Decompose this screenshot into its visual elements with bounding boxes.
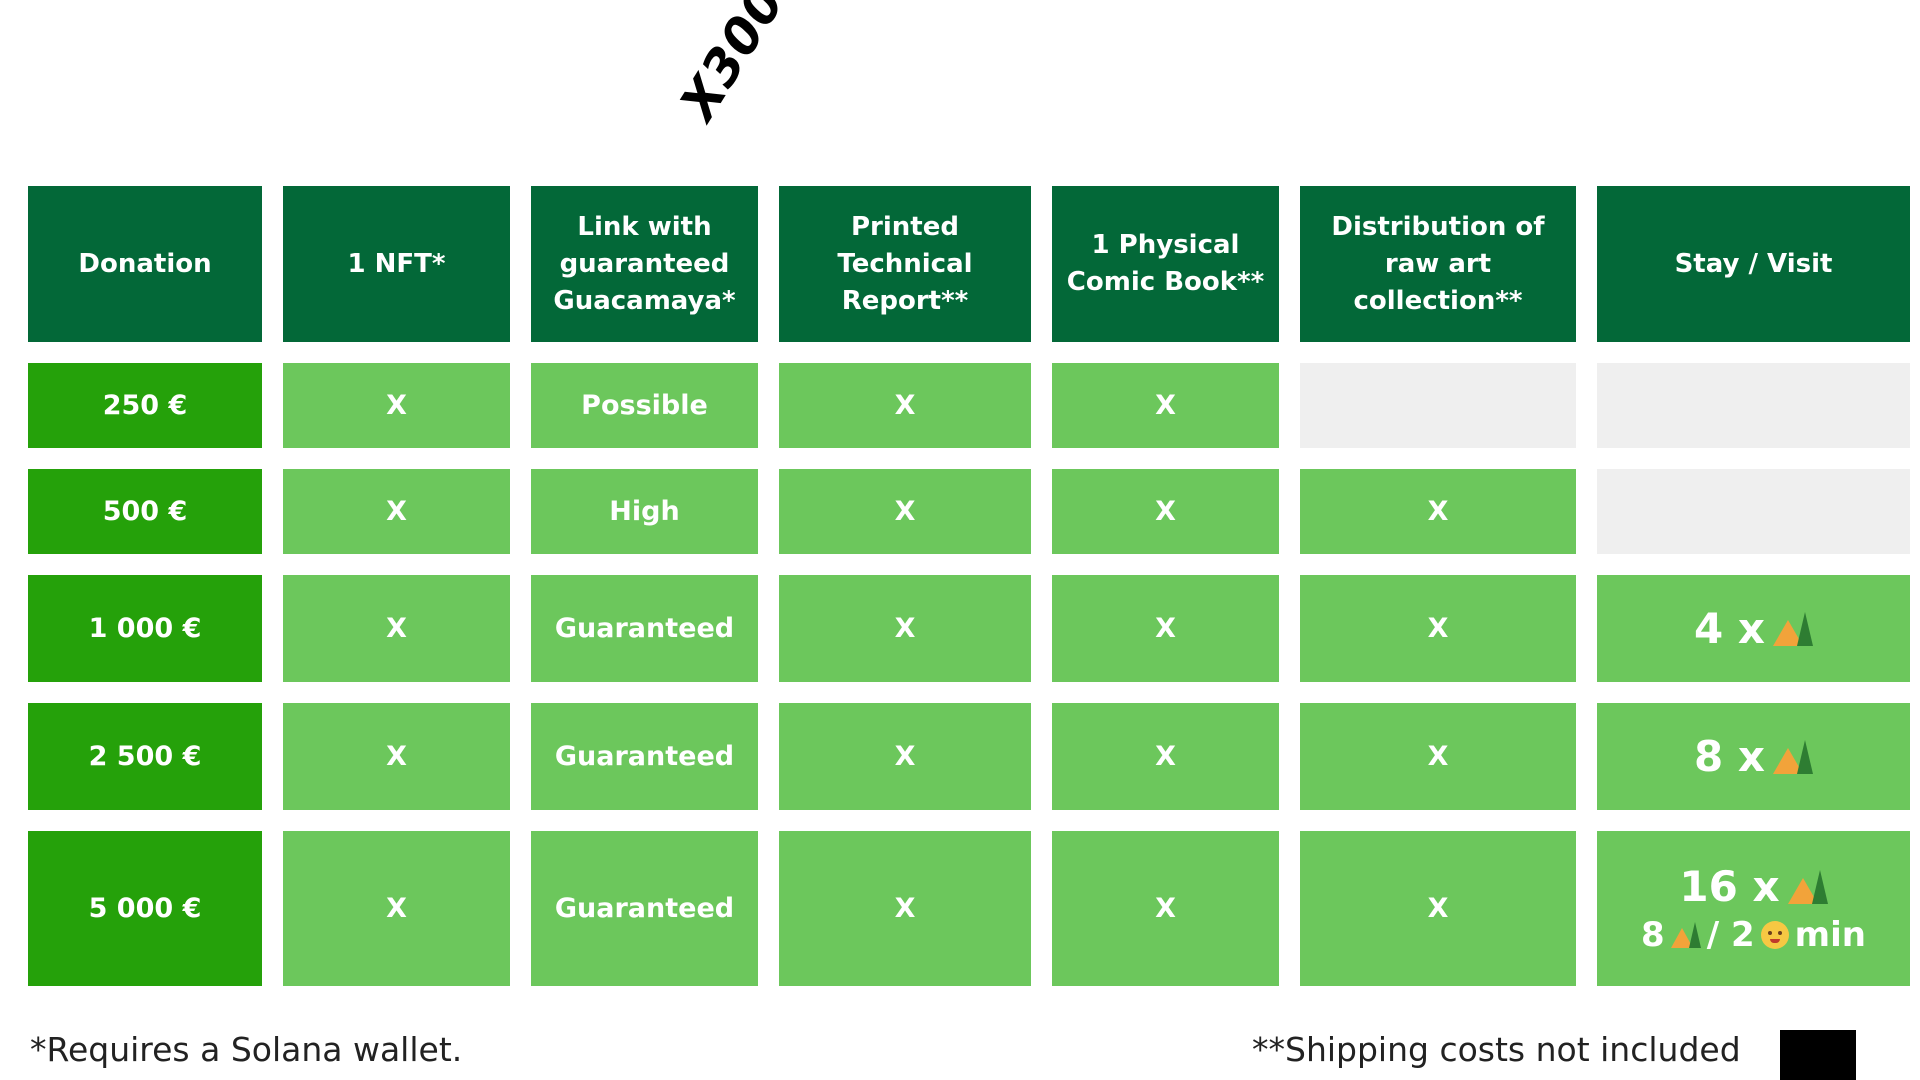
black-box [1780, 1030, 1856, 1080]
link-cell: High [531, 469, 758, 554]
link-cell: Guaranteed [531, 703, 758, 810]
header-link-guacamaya: Link with guaranteed Guacamaya* [531, 186, 758, 342]
donation-tier-table: Donation 1 NFT* Link with guaranteed Gua… [28, 186, 1910, 986]
stay-cell: 8 x [1597, 703, 1910, 810]
link-cell: Guaranteed [531, 575, 758, 682]
link-cell: Possible [531, 363, 758, 448]
stay-cell: 4 x [1597, 575, 1910, 682]
art-cell-empty [1300, 363, 1576, 448]
nft-cell: X [283, 703, 510, 810]
person-face-icon [1760, 921, 1789, 949]
stay-sub-unit: min [1794, 915, 1866, 955]
nft-cell: X [283, 363, 510, 448]
donation-cell: 1 000 € [28, 575, 262, 682]
art-cell: X [1300, 831, 1576, 986]
stay-main: 4 x [1694, 604, 1813, 653]
comic-cell: X [1052, 703, 1279, 810]
tent-icon [1670, 920, 1701, 950]
stay-count: 8 x [1694, 732, 1765, 781]
header-art-distribution: Distribution of raw art collection** [1300, 186, 1576, 342]
header-comic-book: 1 Physical Comic Book** [1052, 186, 1279, 342]
stay-cell-empty [1597, 469, 1910, 554]
donation-cell: 5 000 € [28, 831, 262, 986]
nft-cell: X [283, 831, 510, 986]
link-cell: Guaranteed [531, 831, 758, 986]
art-cell: X [1300, 703, 1576, 810]
stay-main: 16 x [1679, 862, 1828, 911]
stay-main: 8 x [1694, 732, 1813, 781]
comic-cell: X [1052, 831, 1279, 986]
stay-cell-empty [1597, 363, 1910, 448]
header-nft: 1 NFT* [283, 186, 510, 342]
stay-sub-separator: / 2 [1706, 915, 1755, 955]
comic-cell: X [1052, 469, 1279, 554]
stay-count: 4 x [1694, 604, 1765, 653]
donation-cell: 250 € [28, 363, 262, 448]
comic-cell: X [1052, 363, 1279, 448]
x300-annotation: X300 [668, 0, 796, 131]
header-donation: Donation [28, 186, 262, 342]
tent-icon [1772, 610, 1813, 648]
tent-icon [1787, 868, 1828, 906]
art-cell: X [1300, 469, 1576, 554]
header-printed-report: Printed Technical Report** [779, 186, 1031, 342]
stay-sub: 8 / 2 min [1641, 915, 1866, 955]
report-cell: X [779, 703, 1031, 810]
report-cell: X [779, 575, 1031, 682]
donation-cell: 500 € [28, 469, 262, 554]
stay-cell: 16 x 8 / 2 min [1597, 831, 1910, 986]
footnote-shipping: **Shipping costs not included [1252, 1030, 1741, 1069]
nft-cell: X [283, 469, 510, 554]
report-cell: X [779, 831, 1031, 986]
comic-cell: X [1052, 575, 1279, 682]
report-cell: X [779, 363, 1031, 448]
donation-cell: 2 500 € [28, 703, 262, 810]
report-cell: X [779, 469, 1031, 554]
art-cell: X [1300, 575, 1576, 682]
nft-cell: X [283, 575, 510, 682]
footnote-solana: *Requires a Solana wallet. [30, 1030, 463, 1069]
tent-icon [1772, 738, 1813, 776]
stay-sub-count: 8 [1641, 915, 1665, 955]
header-stay-visit: Stay / Visit [1597, 186, 1910, 342]
stay-count: 16 x [1679, 862, 1780, 911]
